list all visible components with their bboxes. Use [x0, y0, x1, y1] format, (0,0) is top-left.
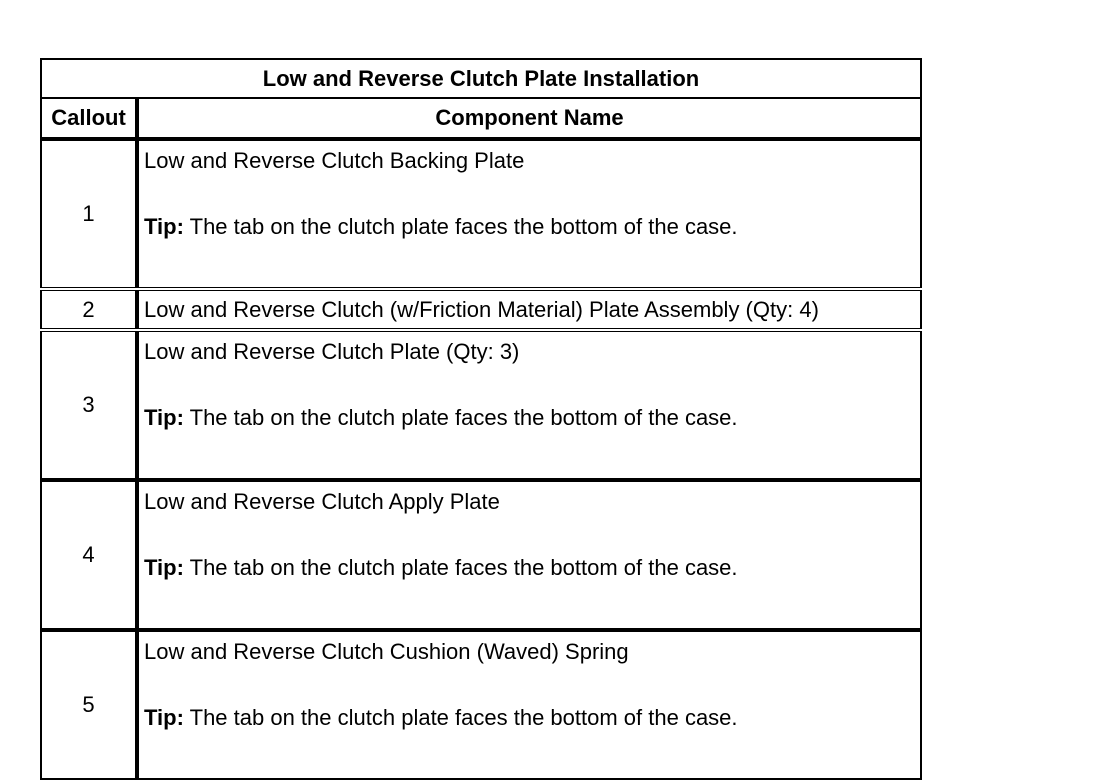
table-row: 3 Low and Reverse Clutch Plate (Qty: 3) …: [40, 328, 922, 481]
table-header-row: Callout Component Name: [40, 97, 922, 140]
callout-number: 4: [40, 478, 139, 631]
component-cell: Low and Reverse Clutch Apply Plate Tip: …: [136, 478, 922, 631]
installation-table: Low and Reverse Clutch Plate Installatio…: [40, 58, 922, 780]
tip-label: Tip:: [144, 555, 184, 580]
tip-label: Tip:: [144, 405, 184, 430]
component-cell: Low and Reverse Clutch Backing Plate Tip…: [136, 137, 922, 290]
callout-number: 2: [40, 287, 139, 331]
tip-text: The tab on the clutch plate faces the bo…: [183, 555, 738, 580]
table-row: 2 Low and Reverse Clutch (w/Friction Mat…: [40, 287, 922, 331]
table-title-row: Low and Reverse Clutch Plate Installatio…: [40, 58, 922, 99]
tip-line: Tip: The tab on the clutch plate faces t…: [144, 215, 920, 239]
callout-number: 1: [40, 137, 139, 290]
component-name: Low and Reverse Clutch (w/Friction Mater…: [136, 287, 922, 331]
tip-text: The tab on the clutch plate faces the bo…: [183, 214, 738, 239]
tip-text: The tab on the clutch plate faces the bo…: [183, 705, 738, 730]
component-cell: Low and Reverse Clutch Cushion (Waved) S…: [136, 628, 922, 780]
tip-label: Tip:: [144, 214, 184, 239]
header-component-name: Component Name: [136, 97, 922, 140]
table-row: 1 Low and Reverse Clutch Backing Plate T…: [40, 137, 922, 290]
table-row: 4 Low and Reverse Clutch Apply Plate Tip…: [40, 478, 922, 631]
table-title: Low and Reverse Clutch Plate Installatio…: [40, 58, 922, 99]
callout-number: 3: [40, 328, 139, 481]
header-callout: Callout: [40, 97, 139, 140]
component-name: Low and Reverse Clutch Cushion (Waved) S…: [144, 639, 629, 664]
tip-line: Tip: The tab on the clutch plate faces t…: [144, 406, 920, 430]
table-row: 5 Low and Reverse Clutch Cushion (Waved)…: [40, 628, 922, 780]
installation-table-container: Low and Reverse Clutch Plate Installatio…: [40, 58, 922, 780]
tip-line: Tip: The tab on the clutch plate faces t…: [144, 706, 920, 730]
callout-number: 5: [40, 628, 139, 780]
component-cell: Low and Reverse Clutch Plate (Qty: 3) Ti…: [136, 328, 922, 481]
component-name: Low and Reverse Clutch Backing Plate: [144, 148, 525, 173]
tip-text: The tab on the clutch plate faces the bo…: [183, 405, 738, 430]
component-name: Low and Reverse Clutch Apply Plate: [144, 489, 500, 514]
tip-label: Tip:: [144, 705, 184, 730]
tip-line: Tip: The tab on the clutch plate faces t…: [144, 556, 920, 580]
component-name: Low and Reverse Clutch Plate (Qty: 3): [144, 339, 520, 364]
